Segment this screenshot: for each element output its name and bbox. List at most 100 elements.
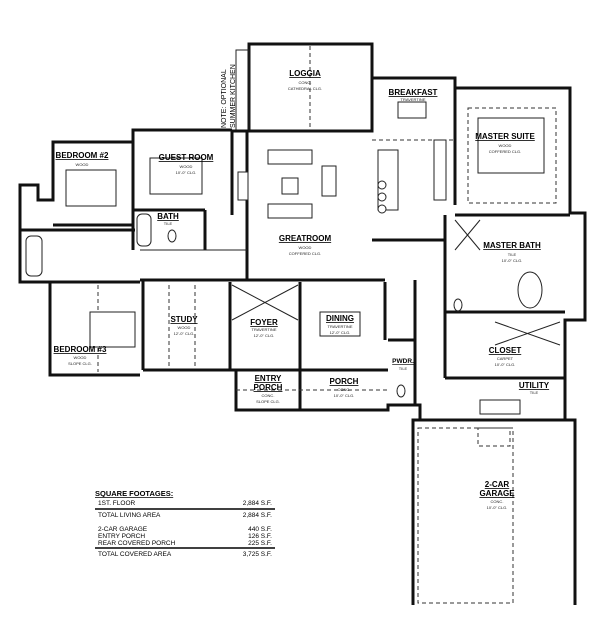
table-row: 1ST. FLOOR 2,884 S.F. — [98, 500, 272, 507]
svg-text:TILE: TILE — [530, 390, 539, 395]
svg-text:2-CAR GARAGE: 2-CAR GARAGE — [98, 526, 148, 533]
summer-kitchen-note: NOTE: OPTIONAL SUMMER KITCHEN — [221, 64, 237, 128]
svg-text:CONC.: CONC. — [338, 387, 351, 392]
svg-text:DINING: DINING — [326, 314, 354, 323]
breakfast-table-icon — [397, 101, 427, 119]
table-row: TOTAL LIVING AREA 2,884 S.F. — [98, 512, 272, 519]
svg-text:WOOD: WOOD — [180, 164, 193, 169]
svg-text:ENTRY PORCH: ENTRY PORCH — [98, 533, 145, 540]
svg-text:10'-0" CLG.: 10'-0" CLG. — [334, 393, 355, 398]
svg-text:12'-0" CLG.: 12'-0" CLG. — [254, 333, 275, 338]
svg-text:TOTAL LIVING AREA: TOTAL LIVING AREA — [98, 512, 161, 519]
sofa-icon — [267, 203, 313, 219]
toilet-icon — [396, 384, 406, 398]
chair-icon — [321, 165, 337, 197]
svg-text:10'-0" CLG.: 10'-0" CLG. — [495, 362, 516, 367]
coffee-table-icon — [281, 177, 299, 195]
toilet-icon — [167, 229, 177, 243]
svg-text:STUDY: STUDY — [170, 315, 198, 324]
svg-text:TILE: TILE — [508, 252, 517, 257]
walls — [18, 42, 587, 605]
fireplace-icon — [237, 171, 249, 201]
bathtub-icon — [136, 213, 152, 247]
svg-text:BATH: BATH — [157, 212, 179, 221]
svg-text:CONC.: CONC. — [491, 499, 504, 504]
svg-text:LOGGIA: LOGGIA — [289, 69, 321, 78]
room-pwdr: PWDR.TILE — [392, 358, 414, 371]
svg-text:COFFERED CLG.: COFFERED CLG. — [489, 149, 521, 154]
fixtures — [25, 101, 561, 415]
svg-text:PORCH: PORCH — [330, 377, 359, 386]
svg-text:440 S.F.: 440 S.F. — [248, 526, 272, 533]
svg-text:10'-0" CLG.: 10'-0" CLG. — [502, 258, 523, 263]
svg-text:126 S.F.: 126 S.F. — [248, 533, 272, 540]
toilet-icon — [453, 298, 463, 312]
svg-text:12'-0" CLG.: 12'-0" CLG. — [330, 330, 351, 335]
svg-text:BEDROOM #2: BEDROOM #2 — [56, 151, 109, 160]
svg-text:WOOD: WOOD — [299, 245, 312, 250]
svg-text:CARPET: CARPET — [497, 356, 514, 361]
kitchen-counter-icon — [433, 139, 447, 201]
sofa-icon — [267, 149, 313, 165]
svg-text:WOOD: WOOD — [74, 355, 87, 360]
note-line-1: NOTE: OPTIONAL — [221, 69, 228, 128]
svg-text:PORCH: PORCH — [254, 383, 283, 392]
svg-text:CONC.: CONC. — [299, 80, 312, 85]
svg-text:TRAVERTINE: TRAVERTINE — [252, 327, 277, 332]
svg-text:1ST. FLOOR: 1ST. FLOOR — [98, 500, 136, 507]
square-footage-table: SQUARE FOOTAGES: 1ST. FLOOR 2,884 S.F. TO… — [95, 489, 275, 558]
svg-text:SLOPE CLG.: SLOPE CLG. — [68, 361, 92, 366]
svg-text:WOOD: WOOD — [499, 143, 512, 148]
svg-text:MASTER BATH: MASTER BATH — [483, 241, 541, 250]
svg-text:GARAGE: GARAGE — [479, 489, 515, 498]
svg-text:UTILITY: UTILITY — [519, 381, 550, 390]
table-row: ENTRY PORCH 126 S.F. — [98, 533, 272, 540]
svg-text:TRAVERTINE: TRAVERTINE — [401, 97, 426, 102]
svg-text:ENTRY: ENTRY — [255, 374, 282, 383]
svg-text:WOOD: WOOD — [178, 325, 191, 330]
svg-text:PWDR.: PWDR. — [392, 358, 414, 365]
bed-icon — [89, 311, 136, 348]
svg-text:2,884 S.F.: 2,884 S.F. — [243, 512, 272, 519]
bed-icon — [65, 169, 117, 207]
svg-text:COFFERED CLG.: COFFERED CLG. — [289, 251, 321, 256]
svg-text:MASTER SUITE: MASTER SUITE — [475, 132, 535, 141]
table-title: SQUARE FOOTAGES: — [95, 489, 173, 498]
svg-text:TRAVERTINE: TRAVERTINE — [328, 324, 353, 329]
svg-text:3,725 S.F.: 3,725 S.F. — [243, 551, 272, 558]
svg-text:GREATROOM: GREATROOM — [279, 234, 332, 243]
svg-text:2,884 S.F.: 2,884 S.F. — [243, 500, 272, 507]
guest-bed-icon — [149, 157, 203, 195]
master-bed-icon — [477, 117, 545, 174]
note-line-2: SUMMER KITCHEN — [230, 64, 237, 128]
svg-text:BEDROOM #3: BEDROOM #3 — [54, 345, 107, 354]
washer-dryer-icon — [479, 399, 521, 415]
svg-text:BREAKFAST: BREAKFAST — [389, 88, 438, 97]
svg-text:2-CAR: 2-CAR — [485, 480, 510, 489]
svg-text:TILE: TILE — [399, 366, 408, 371]
svg-text:CONC.: CONC. — [262, 393, 275, 398]
svg-text:REAR COVERED PORCH: REAR COVERED PORCH — [98, 540, 176, 547]
svg-text:GUEST ROOM: GUEST ROOM — [159, 153, 214, 162]
svg-text:TILE: TILE — [164, 221, 173, 226]
svg-text:10'-0" CLG.: 10'-0" CLG. — [487, 505, 508, 510]
svg-text:10'-0" CLG.: 10'-0" CLG. — [176, 170, 197, 175]
summer-kitchen-counter — [235, 49, 250, 132]
